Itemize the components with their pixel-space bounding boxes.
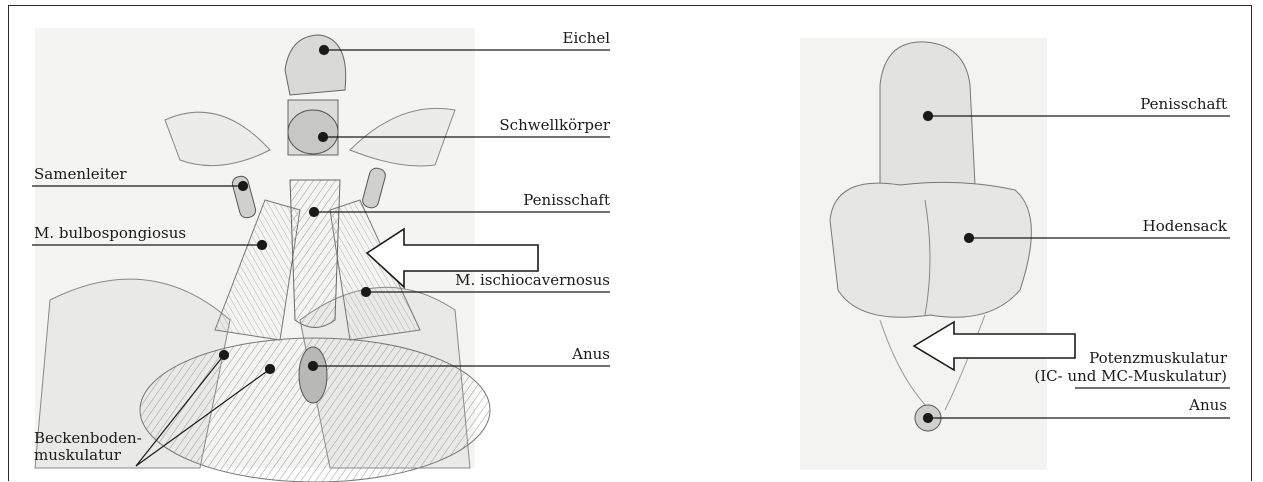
label-beckenboden-1: Beckenboden- bbox=[34, 430, 142, 447]
label-eichel: Eichel bbox=[430, 30, 610, 47]
label-beckenboden-2: muskulatur bbox=[34, 447, 121, 464]
label-penisschaft-left: Penisschaft bbox=[430, 192, 610, 209]
label-schwellkoerper: Schwellkörper bbox=[430, 117, 610, 134]
label-bulbospongiosus: M. bulbospongiosus bbox=[34, 225, 186, 242]
label-samenleiter: Samenleiter bbox=[34, 166, 127, 183]
label-potenz-2: (IC- und MC-Muskulatur) bbox=[1010, 368, 1227, 385]
label-potenz-1: Potenzmuskulatur bbox=[1010, 350, 1227, 367]
label-anus-left: Anus bbox=[430, 346, 610, 363]
pelvic-floor-drawing bbox=[35, 28, 538, 482]
label-penisschaft-right: Penisschaft bbox=[1030, 96, 1227, 113]
label-ischiocavernosus: M. ischiocavernosus bbox=[410, 272, 610, 289]
label-hodensack: Hodensack bbox=[1030, 218, 1227, 235]
label-anus-right: Anus bbox=[1030, 397, 1227, 414]
